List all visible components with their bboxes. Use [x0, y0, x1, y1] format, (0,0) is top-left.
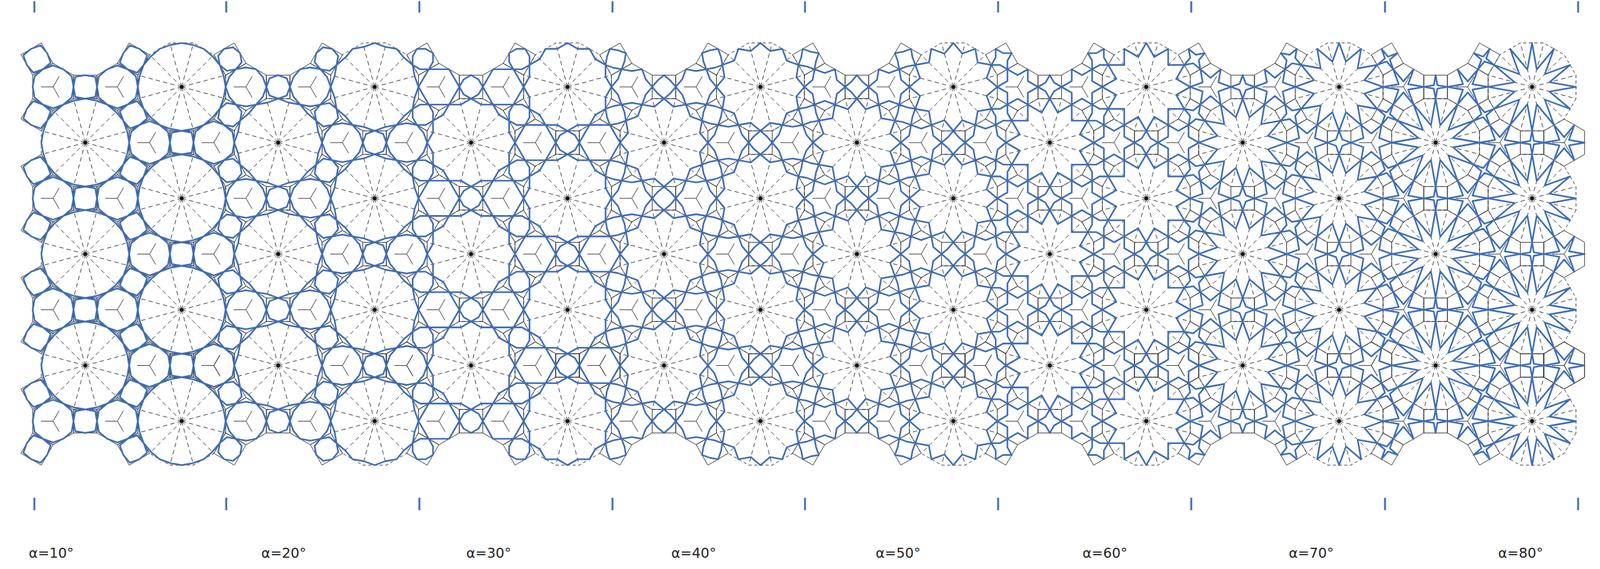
center-dot [372, 419, 377, 424]
center-dot [1240, 363, 1245, 368]
center-dot [951, 196, 955, 200]
section-tick [33, 497, 36, 510]
center-dot [276, 363, 280, 368]
angle-label: α=30° [464, 545, 514, 561]
center-dot [180, 419, 184, 424]
center-dot [1337, 307, 1342, 312]
center-dot [661, 140, 666, 145]
center-dot [1530, 196, 1534, 200]
section-tick [225, 1, 228, 13]
section-tick [997, 1, 1000, 13]
center-dot [180, 307, 184, 312]
center-dot [758, 307, 763, 312]
section-tick [418, 1, 421, 13]
center-dot [1048, 363, 1052, 368]
section-tick [418, 497, 421, 510]
center-dot [1433, 251, 1438, 256]
center-dot [565, 419, 570, 424]
center-dot [1240, 140, 1245, 145]
section-tick [1384, 497, 1387, 510]
angle-label: α=60° [1080, 545, 1130, 561]
section-tick [997, 497, 1000, 510]
star-pattern [23, 43, 1585, 465]
center-dot [1240, 251, 1245, 256]
section-tick [33, 1, 36, 13]
angle-label: α=50° [873, 545, 923, 561]
center-dot [372, 307, 377, 312]
center-dot [1530, 307, 1534, 312]
angle-label: α=10° [26, 545, 76, 561]
center-dot [180, 196, 184, 200]
center-dot [1337, 419, 1342, 424]
section-tick [1190, 497, 1193, 510]
center-dot [855, 363, 859, 368]
section-tick [1577, 497, 1580, 510]
center-dot [1144, 307, 1149, 312]
section-tick [1577, 1, 1580, 13]
center-dot [758, 85, 763, 89]
section-tick [804, 497, 807, 510]
center-dot [1048, 251, 1052, 256]
center-dot [469, 363, 474, 368]
center-dot [951, 85, 955, 89]
center-dot [372, 196, 377, 200]
section-tick [225, 497, 228, 510]
center-dot [469, 251, 474, 256]
center-dot [1144, 196, 1149, 200]
center-dot [1433, 363, 1438, 368]
section-tick [1190, 1, 1193, 13]
angle-label: α=80° [1496, 545, 1545, 561]
center-dot [180, 85, 184, 89]
center-dot [469, 140, 474, 145]
center-dot [951, 307, 955, 312]
angle-label: α=20° [259, 545, 309, 561]
section-tick [611, 497, 614, 510]
center-dot [1337, 196, 1342, 200]
center-dot [565, 85, 570, 89]
center-dot [83, 251, 87, 256]
section-tick [611, 1, 614, 13]
center-dot [276, 140, 280, 145]
center-dot [1144, 419, 1149, 424]
angle-label: α=70° [1286, 545, 1336, 561]
section-tick [1384, 1, 1387, 13]
center-dot [1048, 140, 1052, 145]
center-dot [758, 419, 763, 424]
center-dot [855, 140, 859, 145]
angle-label: α=40° [669, 545, 719, 561]
center-dot [1433, 140, 1438, 145]
center-dot [565, 196, 570, 200]
center-dot [1530, 85, 1534, 89]
tile-outline [21, 43, 1585, 465]
center-dot [1337, 85, 1342, 89]
center-dot [372, 85, 377, 89]
center-dot [661, 363, 666, 368]
center-dot [276, 251, 280, 256]
center-dot [83, 140, 87, 145]
section-tick [804, 1, 807, 13]
center-dot [83, 363, 87, 368]
center-dot [1530, 419, 1534, 424]
center-dot [661, 251, 666, 256]
center-dot [565, 307, 570, 312]
center-dot [758, 196, 763, 200]
hexagon-mark [40, 76, 1570, 432]
center-dot [951, 419, 955, 424]
center-dot [855, 251, 859, 256]
center-dot [1144, 85, 1149, 89]
